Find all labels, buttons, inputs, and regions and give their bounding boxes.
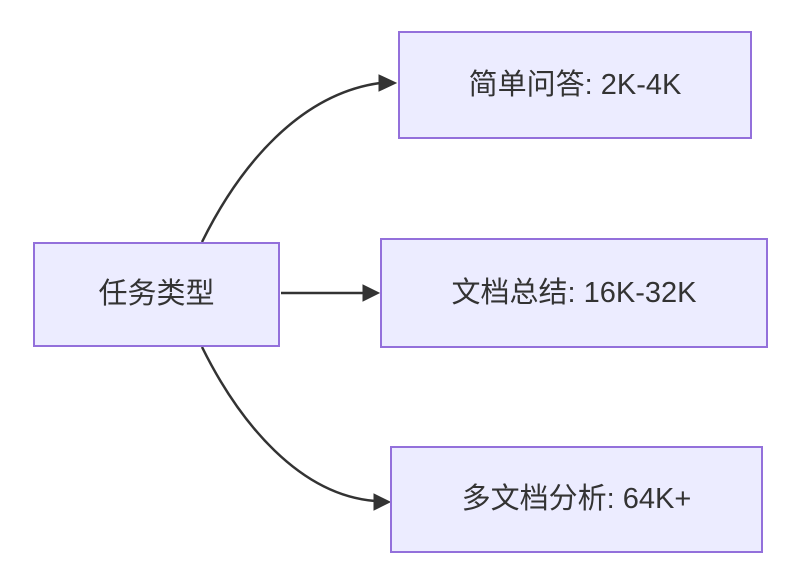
node-multi-doc-analysis: 多文档分析: 64K+ — [390, 446, 763, 553]
node-task-type: 任务类型 — [33, 242, 280, 347]
arrowhead-icon — [362, 284, 381, 302]
node-task-type-label: 任务类型 — [98, 278, 215, 311]
edge-root-to-branch-2 — [281, 284, 381, 302]
node-doc-summary-label: 文档总结: 16K-32K — [451, 276, 697, 309]
edge-root-to-branch-3 — [200, 346, 392, 511]
node-doc-summary: 文档总结: 16K-32K — [380, 238, 768, 348]
arrowhead-icon — [378, 74, 398, 92]
edge-root-to-branch-1 — [200, 74, 398, 243]
node-simple-qa: 简单问答: 2K-4K — [398, 31, 752, 139]
arrowhead-icon — [373, 493, 392, 511]
node-simple-qa-label: 简单问答: 2K-4K — [468, 68, 682, 101]
node-multi-doc-analysis-label: 多文档分析: 64K+ — [461, 483, 692, 516]
